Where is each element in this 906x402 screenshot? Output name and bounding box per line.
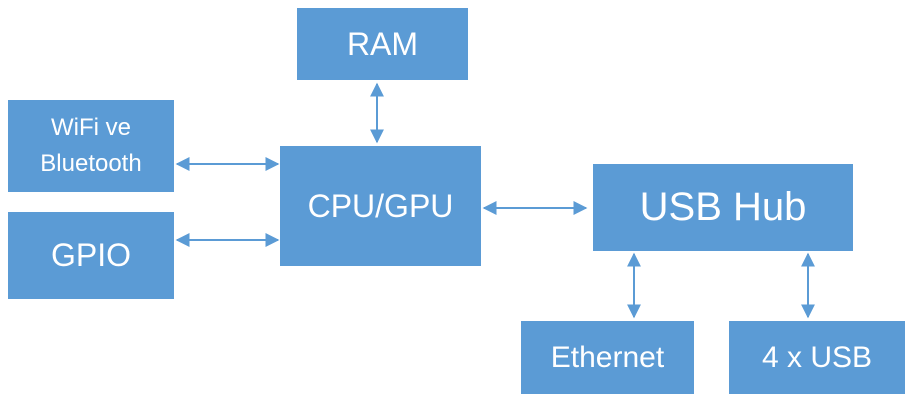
ethernet-node: Ethernet xyxy=(521,321,694,394)
wifi-label-line1: WiFi ve xyxy=(51,114,131,141)
ram-node: RAM xyxy=(297,8,468,80)
ram-label: RAM xyxy=(346,25,419,62)
ethernet-label: Ethernet xyxy=(550,340,665,374)
usb-ports-label: 4 x USB xyxy=(761,340,873,374)
cpu-gpu-label: CPU/GPU xyxy=(307,187,454,224)
gpio-label: GPIO xyxy=(50,237,131,273)
usb-hub-label: USB Hub xyxy=(639,185,807,229)
gpio-node: GPIO xyxy=(8,212,174,299)
cpu-gpu-node: CPU/GPU xyxy=(280,146,481,266)
usb-ports-node: 4 x USB xyxy=(729,321,905,394)
wifi-bluetooth-node: WiFi ve Bluetooth xyxy=(8,100,174,192)
wifi-label-line2: Bluetooth xyxy=(40,150,142,177)
usb-hub-node: USB Hub xyxy=(593,164,853,251)
